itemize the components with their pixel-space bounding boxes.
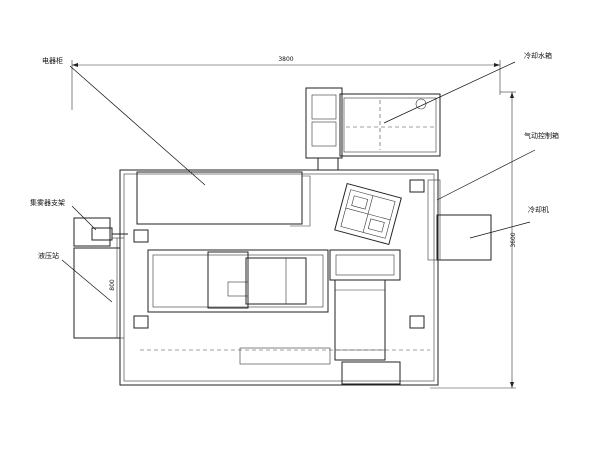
dimension-top xyxy=(71,60,501,110)
spindle-head xyxy=(334,182,402,246)
leader-chiller xyxy=(469,221,531,239)
tool-carriage xyxy=(329,249,401,361)
electrical-cabinet-door xyxy=(290,175,311,227)
label-chiller-tank: 冷却水箱 xyxy=(524,51,552,60)
foot-pad xyxy=(409,315,425,329)
dimension-width-text: 3800 xyxy=(278,56,293,63)
hydraulic-station xyxy=(73,247,121,339)
dimension-height-text: 3600 xyxy=(510,232,517,247)
foot-pad xyxy=(133,315,149,329)
machine-base-inner xyxy=(123,173,435,382)
leader-electrical-cabinet xyxy=(69,65,206,186)
coolant-trough xyxy=(341,361,401,385)
electrical-cabinet xyxy=(136,171,303,225)
foot-pad xyxy=(133,229,149,243)
foot-pad xyxy=(409,179,425,193)
chip-tray xyxy=(239,347,331,365)
label-chiller: 冷却机 xyxy=(528,205,549,214)
leader-collector-bracket xyxy=(71,205,97,231)
label-electrical-cabinet: 电器柜 xyxy=(42,56,63,65)
leader-hydraulic-station xyxy=(61,259,113,303)
leader-chiller-tank xyxy=(383,61,516,124)
leader-pneumatic-box xyxy=(436,149,536,201)
pneumatic-box-rail xyxy=(427,179,441,261)
machine-footprint xyxy=(119,169,439,386)
label-pneumatic-box: 气动控制箱 xyxy=(524,131,559,140)
chiller-tank xyxy=(305,87,441,171)
dimension-right xyxy=(430,91,516,389)
label-collector-bracket: 集雾器支架 xyxy=(30,198,65,207)
chiller-unit xyxy=(436,214,492,261)
label-hydraulic-station: 液压站 xyxy=(38,251,59,260)
dimension-side-text: 800 xyxy=(109,279,116,291)
work-table xyxy=(147,249,329,313)
chip-collector-bracket xyxy=(73,217,128,247)
